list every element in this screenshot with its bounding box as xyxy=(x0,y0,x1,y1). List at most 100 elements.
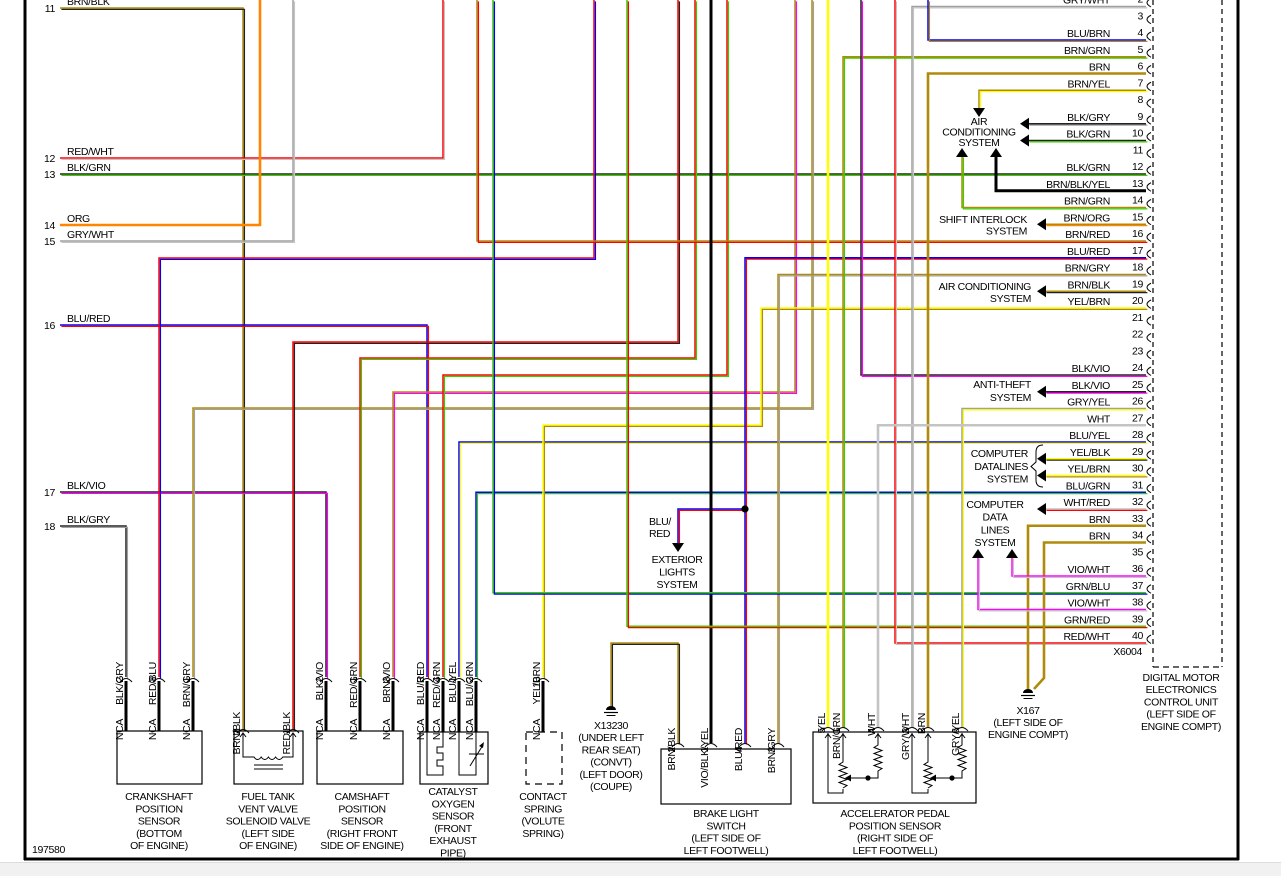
left-pin-number: 17 xyxy=(44,487,55,499)
left-pin-number: 15 xyxy=(44,236,55,248)
connector-terminal-icon xyxy=(1146,483,1152,494)
pin-wire-label: BRN/GRY xyxy=(766,728,778,774)
ground-label-line: (UNDER LEFT xyxy=(578,732,645,744)
connector-terminal-icon xyxy=(1146,65,1152,75)
pin-wire-label: RED/GRN xyxy=(431,662,443,708)
arrow-up-icon xyxy=(990,148,1002,157)
connector-terminal-icon xyxy=(452,678,466,683)
pin-number: 6 xyxy=(950,728,962,734)
component-body xyxy=(419,731,489,785)
system-label-line: EXTERIOR xyxy=(652,554,704,566)
connector-terminal-icon xyxy=(1146,534,1152,544)
component-label-line: CONTACT xyxy=(519,791,567,803)
wire-red-wht xyxy=(60,0,446,161)
component-label-line: OF ENGINE) xyxy=(239,840,297,852)
branch-wire-label: BLU/ xyxy=(649,516,671,528)
ecu-pin-21: 21 xyxy=(1132,312,1152,326)
connector-terminal-icon xyxy=(1146,148,1152,159)
wire-blk-grn xyxy=(60,173,1148,177)
component-label-line: OF ENGINE) xyxy=(130,840,188,852)
arrow-left-icon xyxy=(1037,503,1046,515)
component-label-line: (RIGHT FRONT xyxy=(327,828,399,840)
connector-terminal-icon xyxy=(152,678,166,683)
connector-terminal-icon xyxy=(821,727,835,732)
wire-stripe xyxy=(843,57,1148,729)
left-pin-number: 16 xyxy=(44,320,55,332)
connector-terminal-icon xyxy=(353,678,367,683)
ecu-pin-wire-label: BRN/RED xyxy=(1065,229,1111,241)
left-pin-number: 18 xyxy=(44,521,55,533)
branch-wire-label: RED xyxy=(649,528,671,540)
wire-trace xyxy=(442,0,728,677)
left-pin-wire-label: ORG xyxy=(67,213,90,225)
wire-vio-wht xyxy=(1011,557,1148,579)
ecu-label-line: DIGITAL MOTOR xyxy=(1143,672,1221,684)
wire-brn-blk xyxy=(60,7,246,731)
connector-terminal-icon xyxy=(1146,366,1152,376)
component-body xyxy=(812,731,977,804)
wire-stripe xyxy=(360,1,698,679)
component-label-line: VENT VALVE xyxy=(238,803,298,815)
connector-terminal-icon xyxy=(1146,500,1152,510)
component-label-line: OXYGEN xyxy=(432,798,475,810)
pin-number: 10 xyxy=(531,676,543,687)
wire-yel-brn xyxy=(1045,474,1148,478)
component-label-line: ACCELERATOR PEDAL xyxy=(840,808,950,820)
wire-trace xyxy=(392,0,796,677)
connector-terminal-icon xyxy=(286,729,300,734)
component-label-line: FUEL TANK xyxy=(241,791,295,803)
connector-terminal-icon xyxy=(955,727,969,732)
wire-stripe xyxy=(61,492,329,679)
pin-wire-label: RED/BLK xyxy=(281,712,293,755)
wire-stripe xyxy=(393,1,798,679)
pin-number: 4 xyxy=(733,747,745,753)
ecu-pin-number: 39 xyxy=(1132,613,1143,625)
wire-trace xyxy=(458,441,1146,677)
arrow-left-icon xyxy=(1020,134,1029,147)
left-pin-wire-label: BRN/BLK xyxy=(67,0,110,8)
ecu-label-line: ELECTRONICS xyxy=(1146,684,1217,696)
wire-red-blk xyxy=(292,0,681,731)
pin-wire-label: BLU/RED xyxy=(415,661,427,705)
wire-blu-red xyxy=(744,257,1148,745)
nca-label: NCA xyxy=(314,719,326,740)
component-label-line: SPRING xyxy=(524,803,562,815)
ecu-pin-number: 5 xyxy=(1138,44,1144,56)
wire-grn-red xyxy=(626,0,1148,629)
ecu-pin-wire-label: YEL/BRN xyxy=(1068,296,1110,308)
ecu-label-line: ENGINE COMPT) xyxy=(1141,721,1221,733)
pin-number: 3 xyxy=(766,747,778,753)
ecu-pin-number: 7 xyxy=(1138,77,1144,89)
horizontal-scrollbar-track[interactable] xyxy=(0,862,1281,876)
wire-trace xyxy=(60,525,127,677)
ecu-pin-number: 10 xyxy=(1132,128,1143,140)
nca-label: NCA xyxy=(381,719,393,740)
ecu-pin-number: 12 xyxy=(1132,161,1143,173)
ecu-pin-11: 11 xyxy=(1133,144,1152,159)
wire-red-blu xyxy=(158,0,597,679)
wire-grn-blu xyxy=(492,0,1148,595)
pin-wire-label: BLU/YEL xyxy=(447,662,459,703)
wire-wht xyxy=(876,423,1146,727)
ground-label-line: (LEFT SIDE OF xyxy=(993,717,1062,729)
wire-gry-yel xyxy=(961,407,1148,729)
